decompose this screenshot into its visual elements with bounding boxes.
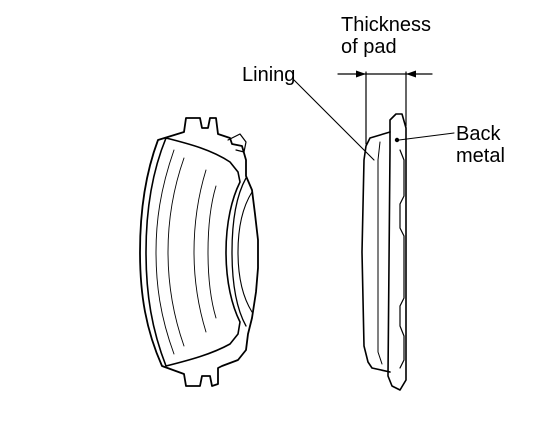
shade-stroke (207, 185, 217, 319)
back-label-line2: metal (456, 145, 505, 167)
lining-edge (377, 141, 383, 365)
shade-stroke (193, 169, 207, 333)
wear-indicator-clip (227, 133, 247, 153)
lining-leader (293, 79, 375, 161)
back-metal-plate (387, 113, 407, 391)
lining-label: Lining (242, 64, 295, 86)
back-metal-label: Back metal (456, 123, 505, 167)
arrowhead-left (356, 70, 366, 78)
leader-lines (293, 79, 455, 161)
back-plate-outline (139, 117, 259, 387)
lining-face (145, 137, 241, 367)
shade-stroke (167, 157, 185, 347)
plate-step (399, 149, 405, 369)
lining-inner-edge (231, 177, 247, 327)
thickness-label-line2: of pad (341, 36, 397, 58)
pin-dot (394, 137, 400, 143)
lining-label-text: Lining (242, 64, 296, 86)
pad-side-view (361, 113, 407, 391)
pad-front-view (139, 117, 259, 387)
back-label-line1: Back (456, 123, 501, 145)
shade-stroke (155, 149, 175, 355)
back-metal-leader (398, 132, 455, 141)
plate-inner-edge (237, 191, 253, 313)
thickness-label-line1: Thickness (341, 14, 432, 36)
thickness-dimension (337, 70, 433, 145)
lining-block (361, 131, 391, 373)
arrowhead-right (406, 70, 416, 78)
thickness-of-pad-label: Thickness of pad (341, 14, 431, 58)
